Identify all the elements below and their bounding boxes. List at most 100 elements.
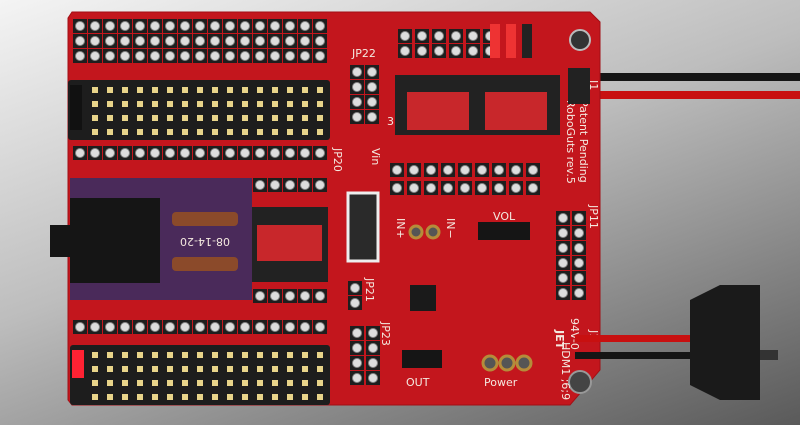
- header-pin: [300, 291, 310, 301]
- header-pin: [574, 243, 584, 253]
- mounting-hole: [569, 29, 591, 51]
- solder-pad: [272, 380, 278, 386]
- solder-pad: [227, 394, 233, 400]
- solder-pad: [212, 115, 218, 121]
- header-pin: [468, 46, 478, 56]
- label-jp21: JP21: [363, 277, 376, 302]
- solder-pad: [107, 87, 113, 93]
- solder-pad: [272, 129, 278, 135]
- header-pin: [352, 67, 362, 77]
- label-roboguts: RoboGuts rev.5: [564, 100, 577, 184]
- header-grids: [73, 19, 586, 385]
- solder-pad: [122, 380, 128, 386]
- header-pin: [240, 36, 250, 46]
- header-pin: [90, 322, 100, 332]
- header-pin: [352, 343, 362, 353]
- header-pin: [574, 288, 584, 298]
- header-pin: [195, 36, 205, 46]
- header-pin: [90, 21, 100, 31]
- solder-pad: [152, 352, 158, 358]
- header-pin: [285, 36, 295, 46]
- header-pin: [352, 82, 362, 92]
- header-pin: [180, 148, 190, 158]
- header-pin: [367, 82, 377, 92]
- solder-pad: [242, 101, 248, 107]
- header-pin: [225, 36, 235, 46]
- solder-pad: [287, 115, 293, 121]
- header-pin: [367, 112, 377, 122]
- solder-pad: [107, 352, 113, 358]
- header-pin: [434, 46, 444, 56]
- solder-pad: [107, 115, 113, 121]
- header-pin: [352, 112, 362, 122]
- solder-pad: [122, 352, 128, 358]
- solder-pad: [107, 394, 113, 400]
- solder-pad: [317, 366, 323, 372]
- solder-pad: [197, 366, 203, 372]
- header-pin: [105, 21, 115, 31]
- solder-pad: [137, 129, 143, 135]
- solder-pad: [182, 352, 188, 358]
- solder-pad: [317, 115, 323, 121]
- header-pin: [477, 165, 487, 175]
- label-j1-top: J1: [587, 79, 600, 90]
- red-led-strip: [72, 350, 84, 378]
- solder-pad: [197, 352, 203, 358]
- header-pin: [300, 148, 310, 158]
- header-pin: [300, 36, 310, 46]
- header-pin: [165, 21, 175, 31]
- solder-pad: [317, 394, 323, 400]
- solder-pad: [242, 115, 248, 121]
- header-pin: [75, 51, 85, 61]
- solder-pad: [167, 352, 173, 358]
- solder-pad: [92, 115, 98, 121]
- solder-pad: [257, 101, 263, 107]
- regulator: [346, 191, 380, 263]
- solder-pad: [182, 101, 188, 107]
- header-pin: [180, 21, 190, 31]
- header-pin: [90, 148, 100, 158]
- header-pin: [270, 180, 280, 190]
- solder-pad: [302, 394, 308, 400]
- solder-pad: [212, 394, 218, 400]
- header-pin: [180, 322, 190, 332]
- solder-pad: [257, 352, 263, 358]
- header-pin: [75, 148, 85, 158]
- header-pin: [494, 165, 504, 175]
- audio-jack: [70, 198, 160, 283]
- header-pin: [270, 51, 280, 61]
- header-pin: [210, 21, 220, 31]
- solder-pad: [242, 394, 248, 400]
- solder-pad: [152, 101, 158, 107]
- solder-pad: [197, 115, 203, 121]
- header-pin: [135, 148, 145, 158]
- header-pin: [210, 322, 220, 332]
- label-jp20: JP20: [331, 147, 344, 172]
- header-pin: [285, 322, 295, 332]
- header-pin: [270, 36, 280, 46]
- header-pin: [255, 51, 265, 61]
- header-pin: [255, 322, 265, 332]
- label-patent: Patent Pending: [577, 100, 590, 183]
- power-pin: [515, 354, 533, 372]
- header-pin: [400, 46, 410, 56]
- solder-pad: [227, 87, 233, 93]
- header-pin: [426, 165, 436, 175]
- mounting-hole: [568, 370, 592, 394]
- solder-pad: [167, 380, 173, 386]
- header-pin: [240, 51, 250, 61]
- power-pin: [498, 354, 516, 372]
- label-jp11: JP11: [587, 204, 600, 229]
- header-pin: [367, 67, 377, 77]
- solder-pad: [152, 394, 158, 400]
- solder-pad: [302, 352, 308, 358]
- label-vol: VOL: [493, 210, 516, 223]
- header-pin: [105, 51, 115, 61]
- solder-pad: [137, 115, 143, 121]
- header-pin: [300, 180, 310, 190]
- header-pin: [443, 165, 453, 175]
- protoboard-strip: [68, 80, 330, 140]
- header-pin: [75, 21, 85, 31]
- solder-pad: [92, 352, 98, 358]
- header-pin: [558, 288, 568, 298]
